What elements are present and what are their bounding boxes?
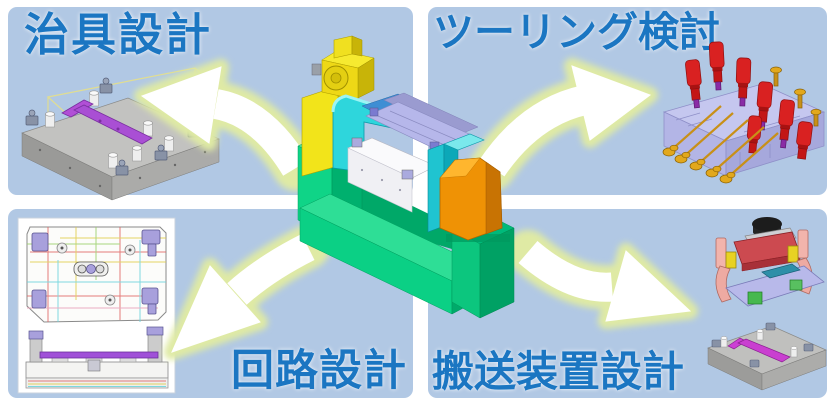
transfer-design-label: 搬送装置設計 (432, 347, 685, 395)
panel-tooling-study: ツーリング検討 (428, 7, 827, 195)
jig-design-label: 治具設計 (24, 9, 213, 60)
panel-circuit-design: 回路設計 (8, 209, 413, 398)
panel-jig-design: 治具設計 (8, 7, 413, 195)
panel-transfer-design: 搬送装置設計 (428, 209, 827, 398)
tooling-study-label: ツーリング検討 (433, 9, 720, 55)
circuit-design-label: 回路設計 (231, 346, 407, 395)
